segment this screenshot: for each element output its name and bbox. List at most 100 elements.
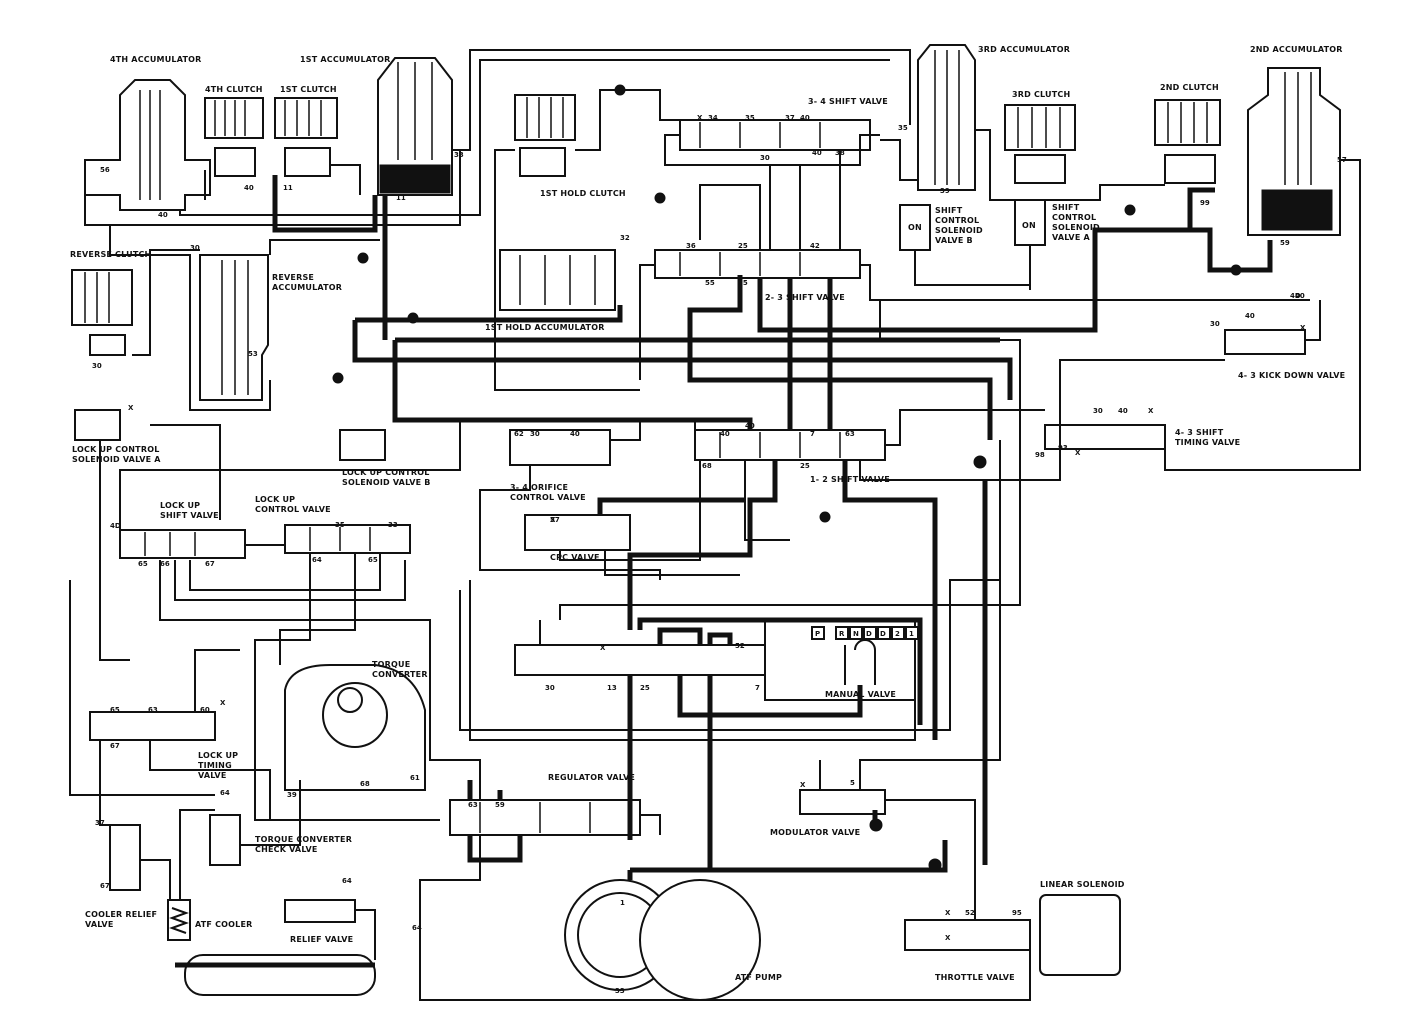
torque-converter (284, 664, 426, 791)
port-label: 67 (205, 560, 215, 568)
2-3-shift-valve (654, 249, 861, 279)
port-label: 59 (1280, 239, 1290, 247)
cpc-valve (524, 514, 631, 551)
port-label: 13 (607, 684, 617, 692)
port-label: 25 (738, 242, 748, 250)
port-label: 95 (1012, 909, 1022, 917)
port-label: 39 (287, 791, 297, 799)
port-label: 59 (495, 801, 505, 809)
port-label: 52 (735, 642, 745, 650)
exhaust-x: X (1075, 449, 1081, 457)
selector-1: 1 (909, 630, 914, 638)
label-4th-clutch: 4TH CLUTCH (205, 85, 263, 94)
port-label: 35 (335, 521, 345, 529)
1st-clutch (274, 97, 338, 177)
port-label: 25 (800, 462, 810, 470)
port-label: 34 (708, 114, 718, 122)
port-label: 93 (1058, 444, 1068, 452)
exhaust-x: X (800, 781, 806, 789)
label-1st-hold-clutch: 1ST HOLD CLUTCH (540, 189, 626, 198)
label-manual-valve: MANUAL VALVE (825, 690, 896, 699)
label-lockup-solenoid-b-2: SOLENOID VALVE B (342, 478, 431, 487)
port-label: 52 (965, 909, 975, 917)
shift-control-solenoid-valve-b (899, 204, 931, 251)
label-reverse-accumulator-1: REVERSE (272, 273, 314, 282)
1st-accumulator (377, 57, 453, 196)
exhaust-x: X (600, 644, 606, 652)
port-label: X (945, 909, 951, 917)
port-label: 98 (1035, 451, 1045, 459)
3-4-orifice-control-valve (509, 429, 611, 466)
reverse-clutch (71, 269, 133, 356)
linear-solenoid (1039, 894, 1121, 976)
port-label: 53 (248, 350, 258, 358)
port-label: 30 (92, 362, 102, 370)
port-label: 35 (745, 114, 755, 122)
exhaust-x: X (128, 404, 134, 412)
port-label: 4D (1290, 292, 1301, 300)
label-1st-clutch: 1ST CLUTCH (280, 85, 337, 94)
exhaust-x: X (550, 516, 556, 524)
label-lockup-solenoid-b-1: LOCK UP CONTROL (342, 468, 430, 477)
port-label: 62 (514, 430, 524, 438)
lock-up-control-solenoid-valve-b (339, 429, 386, 461)
label-lockup-solenoid-a-1: LOCK UP CONTROL (72, 445, 160, 454)
4th-accumulator (84, 79, 211, 211)
label-2-3-shift-valve: 2- 3 SHIFT VALVE (765, 293, 845, 302)
exhaust-x: X (697, 114, 703, 122)
port-label: 64 (412, 924, 422, 932)
port-label: 25 (738, 279, 748, 287)
exhaust-marks: X X X X X X X X X X (128, 114, 1306, 942)
port-label: 25 (640, 684, 650, 692)
port-label: 32 (620, 234, 630, 242)
modulator-valve (799, 789, 886, 815)
port-label: 68 (702, 462, 712, 470)
port-label: 30 (1093, 407, 1103, 415)
port-label: 40 (720, 430, 730, 438)
selector-d3: D (880, 630, 886, 638)
selector-2: 2 (895, 630, 900, 638)
port-label: 35 (898, 124, 908, 132)
label-lockup-shift-2: SHIFT VALVE (160, 511, 219, 520)
port-label: 33 (388, 521, 398, 529)
label-solenoid-b-2: CONTROL (935, 216, 979, 225)
label-solenoid-b-1: SHIFT (935, 206, 963, 215)
port-label: 40 (158, 211, 168, 219)
port-label: 4D (110, 522, 121, 530)
label-2nd-clutch: 2ND CLUTCH (1160, 83, 1219, 92)
label-cooler-relief-1: COOLER RELIEF (85, 910, 157, 919)
label-lockup-shift-1: LOCK UP (160, 501, 200, 510)
cooler-relief-valve (109, 824, 141, 891)
port-label: 1 (620, 899, 625, 907)
label-atf-pump: ATF PUMP (735, 973, 782, 982)
label-solenoid-b-on: ON (908, 223, 922, 232)
3rd-clutch (1004, 104, 1076, 184)
label-torque-converter-1: TORQUE (372, 660, 410, 669)
port-label: 7 (810, 430, 815, 438)
label-3-4-shift-valve: 3- 4 SHIFT VALVE (808, 97, 888, 106)
label-1st-hold-accumulator: 1ST HOLD ACCUMULATOR (485, 323, 605, 332)
port-label: 30 (530, 430, 540, 438)
port-label: 61 (410, 774, 420, 782)
selector-p: P (815, 630, 820, 638)
port-label: 42 (810, 242, 820, 250)
3rd-accumulator (917, 44, 976, 191)
port-label: 64 (312, 556, 322, 564)
exhaust-x: X (220, 699, 226, 707)
port-label: 40 (812, 149, 822, 157)
label-reverse-accumulator-2: ACCUMULATOR (272, 283, 342, 292)
port-label: 99 (1200, 199, 1210, 207)
label-tc-check-valve-1: TORQUE CONVERTER (255, 835, 352, 844)
check-ball (332, 84, 1242, 872)
1-2-shift-valve (694, 429, 886, 461)
label-solenoid-a-2: CONTROL (1052, 213, 1096, 222)
label-tc-check-valve-2: CHECK VALVE (255, 845, 318, 854)
port-label: 40 (1118, 407, 1128, 415)
port-label: 30 (190, 244, 200, 252)
port-label: 57 (550, 516, 560, 524)
label-4-3-kick-down-valve: 4- 3 KICK DOWN VALVE (1238, 371, 1345, 380)
label-2nd-accumulator: 2ND ACCUMULATOR (1250, 45, 1343, 54)
label-4-3-shift-timing-1: 4- 3 SHIFT (1175, 428, 1224, 437)
lock-up-timing-valve (89, 711, 216, 741)
port-label: 67 (110, 742, 120, 750)
